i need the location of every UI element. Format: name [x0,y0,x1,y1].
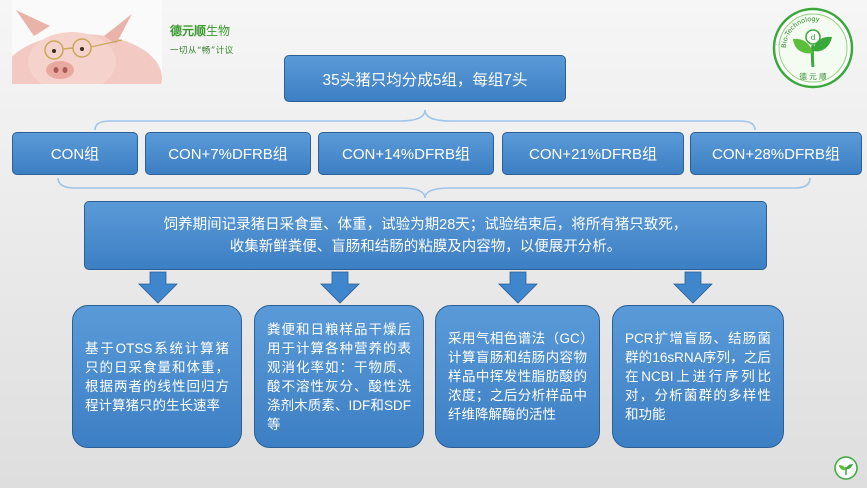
detail-box-digestibility: 粪便和日粮样品干燥后用于计算各种营养的表观消化率如：干物质、酸不溶性灰分、酸性洗… [254,305,424,448]
group-box-7pct: CON+7%DFRB组 [145,132,311,175]
detail-box-microbiota: PCR扩增盲肠、结肠菌群的16sRNA序列，之后在NCBI上进行序列比对，分析菌… [612,305,784,448]
svg-text:d: d [810,33,815,42]
company-logo-icon: Bio-Technology d 德 元 顺 [772,7,854,89]
procedure-box: 饲养期间记录猪日采食量、体重，试验为期28天；试验结束后，将所有猪只致死， 收集… [84,201,767,270]
brand-name-main: 德元顺 [170,24,207,38]
detail-text-microbiota: PCR扩增盲肠、结肠菌群的16sRNA序列，之后在NCBI上进行序列比对，分析菌… [625,331,771,422]
arrow-down-4 [673,271,713,304]
detail-text-digestibility: 粪便和日粮样品干燥后用于计算各种营养的表观消化率如：干物质、酸不溶性灰分、酸性洗… [267,321,411,432]
detail-box-growth: 基于OTSS系统计算猪只的日采食量和体重，根据两者的线性回归方程计算猪只的生长速… [72,305,242,448]
brand-block: 德元顺生物 一切从“畅”计议 [170,22,234,56]
arrow-down-2 [320,271,360,304]
group-box-21pct: CON+21%DFRB组 [502,132,684,175]
detail-box-fatty-acids: 采用气相色谱法（GC）计算盲肠和结肠内容物样品中挥发性脂肪酸的浓度；之后分析样品… [435,305,600,448]
brace-bottom [57,177,811,199]
group-box-14pct: CON+14%DFRB组 [318,132,494,175]
detail-text-growth: 基于OTSS系统计算猪只的日采食量和体重，根据两者的线性回归方程计算猪只的生长速… [85,340,229,413]
group-box-con: CON组 [12,132,138,175]
arrow-down-1 [138,271,178,304]
procedure-line-2: 收集新鲜粪便、盲肠和结肠的粘膜及内容物，以便展开分析。 [229,238,622,255]
arrow-down-3 [498,271,538,304]
brand-slogan: 一切从“畅”计议 [170,46,234,56]
group-box-28pct: CON+28%DFRB组 [690,132,862,175]
corner-logo-icon [834,456,858,480]
detail-text-fatty-acids: 采用气相色谱法（GC）计算盲肠和结肠内容物样品中挥发性脂肪酸的浓度；之后分析样品… [448,331,587,422]
title-box: 35头猪只均分成5组，每组7头 [284,55,566,102]
brace-top [94,109,756,131]
logo-caption: 德 元 顺 [799,71,827,81]
procedure-line-1: 饲养期间记录猪日采食量、体重，试验为期28天；试验结束后，将所有猪只致死， [163,216,688,233]
brand-name-suffix: 生物 [206,24,231,38]
pig-photo [12,0,162,84]
brand-name: 德元顺生物 [170,22,234,39]
